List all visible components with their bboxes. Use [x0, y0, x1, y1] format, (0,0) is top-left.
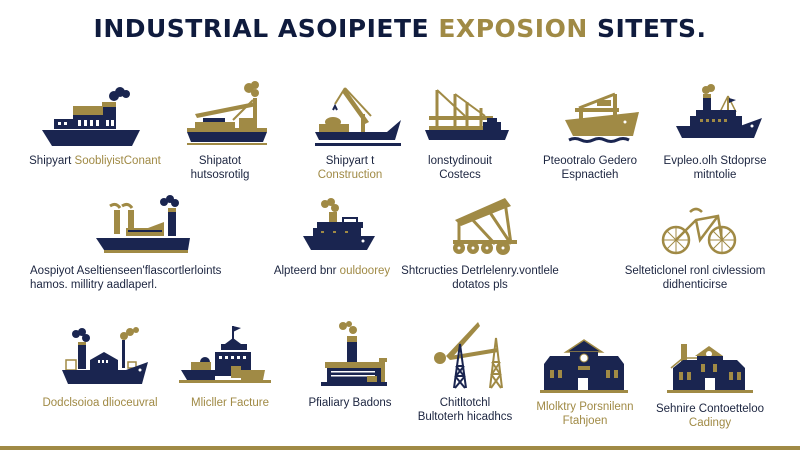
site-item-shipyart: Shipyart SoobliyistConant — [20, 86, 170, 168]
crane-ship-icon — [187, 81, 267, 145]
factory-ship-icon — [96, 195, 190, 253]
site-item-alpteerd: Alpteerd bnr ouldoorey — [262, 196, 402, 278]
site-label: Shipyart SoobliyistConant — [29, 155, 161, 167]
page-title: INDUSTRIAL ASOIPIETE EXPOSION SITETS. — [0, 14, 800, 43]
bottom-divider — [0, 446, 800, 450]
bicycle-icon — [661, 207, 737, 255]
military-vessel-icon — [179, 326, 271, 383]
site-item-pfialiary: Pfialiary Badons — [275, 318, 425, 410]
cargo-ship-icon — [565, 92, 639, 143]
site-label: Dodclsoioa dlioceuvral — [42, 397, 158, 409]
site-label: Mlicller Facture — [191, 397, 269, 409]
container-port-icon — [425, 89, 509, 140]
site-item-mlicller: Mlicller Facture — [155, 322, 305, 410]
industrial-ship-icon — [62, 327, 148, 384]
house-building-icon — [667, 344, 753, 393]
steamship-icon — [42, 87, 140, 146]
title-part-2: EXPOSION — [438, 14, 588, 43]
title-part-3: SITETS. — [587, 14, 707, 43]
passenger-ship-icon — [676, 84, 762, 138]
drilling-rig-icon — [434, 322, 503, 389]
steamboat-icon — [303, 198, 375, 250]
construction-crane-ship-icon — [315, 87, 401, 146]
site-label: Pfialiary Badons — [308, 397, 392, 409]
school-building-icon — [540, 339, 628, 393]
site-item-dodclsoioa: Dodclsoioa dlioceuvral — [25, 322, 175, 410]
factory-building-icon — [321, 321, 387, 386]
title-part-1: INDUSTRIAL ASOIPIETE — [93, 14, 439, 43]
heavy-lift-machine-icon — [453, 198, 517, 255]
site-label: Alpteerd bnr ouldoorey — [273, 265, 391, 277]
